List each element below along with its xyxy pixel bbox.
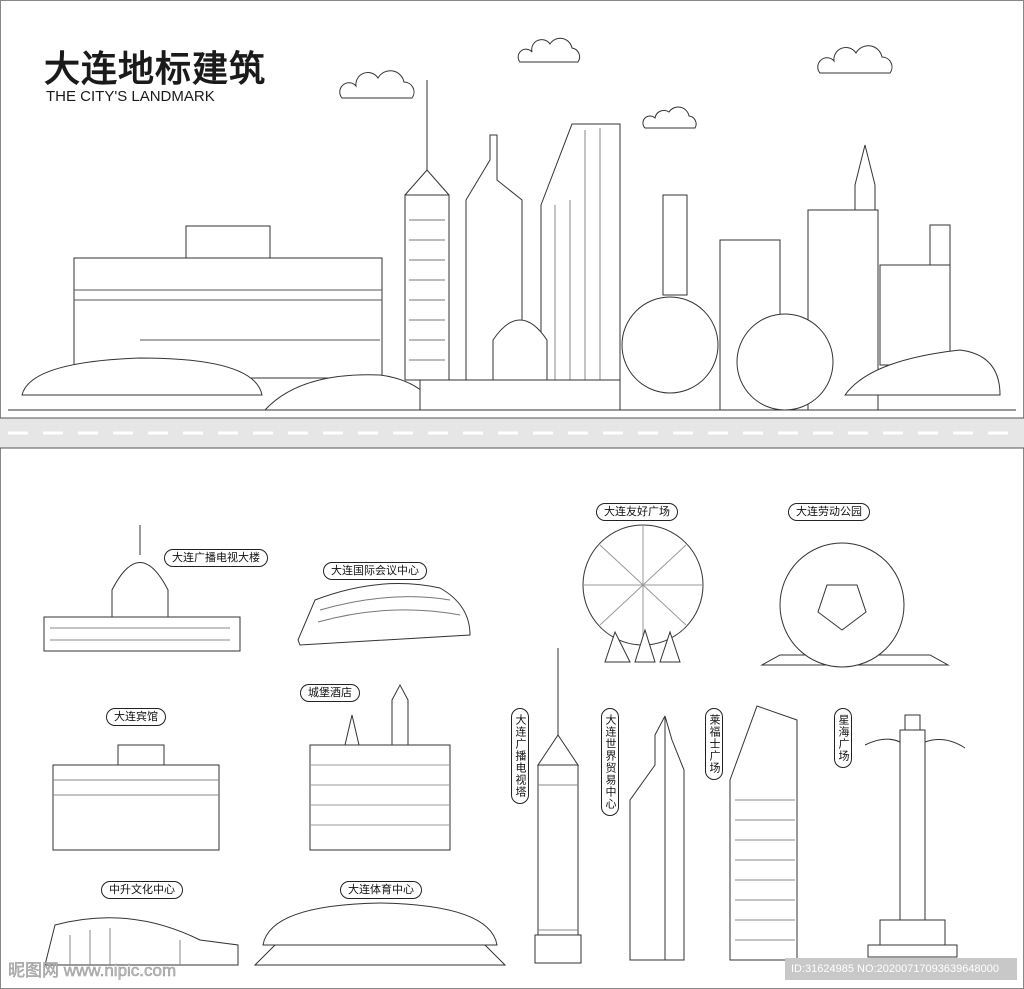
label-labor-park: 大连劳动公园 [788,503,870,521]
cloud-icon [518,38,579,62]
label-tv-tower: 大连广播电视塔 [511,708,529,804]
label-world-trade-center: 大连世界贸易中心 [601,708,619,816]
labor-park [762,543,948,667]
label-dalian-hotel: 大连宾馆 [106,708,166,726]
label-zhongsheng-center: 中升文化中心 [101,881,183,899]
label-convention-center: 大连国际会议中心 [323,562,427,580]
labor-park-ball-skyline [737,314,833,410]
dalian-hotel [53,745,219,850]
world-trade-center [630,716,684,960]
watermark-id: ID:31624985 NO:20200717093639648000 [785,958,1017,980]
radio-tv-building [44,525,240,651]
label-castle-hotel: 城堡酒店 [300,684,360,702]
sports-center-skyline [22,358,262,395]
label-raffles-city: 莱福士广场 [705,708,723,780]
page-title: 大连地标建筑 [44,49,267,90]
label-sports-center: 大连体育中心 [340,881,422,899]
convention-center [298,584,470,645]
raffles-skyline [541,124,620,380]
tv-tower-skyline [405,195,449,380]
radio-building-skyline [493,320,547,380]
watermark-logo: 昵图网 www.nipic.com [8,961,177,981]
xinghai-column [865,715,965,957]
label-xinghai-square: 星海广场 [834,708,852,768]
page-subtitle: THE CITY'S LANDMARK [46,88,215,105]
cloud-icon [340,71,414,98]
road [0,418,1024,448]
skyline [8,80,1016,410]
castle-hotel [310,685,450,850]
friendship-square [583,525,703,662]
tv-tower [535,648,581,963]
sports-center [255,903,505,965]
xinghai-column-skyline [663,195,687,295]
label-radio-tv-building: 大连广播电视大楼 [164,549,268,567]
label-friendship-square: 大连友好广场 [596,503,678,521]
cloud-icon [643,107,696,128]
zhongsheng-center [45,918,238,965]
convention-center-skyline [845,350,1000,395]
cloud-icon [818,46,892,73]
raffles-city [730,706,797,960]
friendship-sphere-skyline [622,297,718,393]
